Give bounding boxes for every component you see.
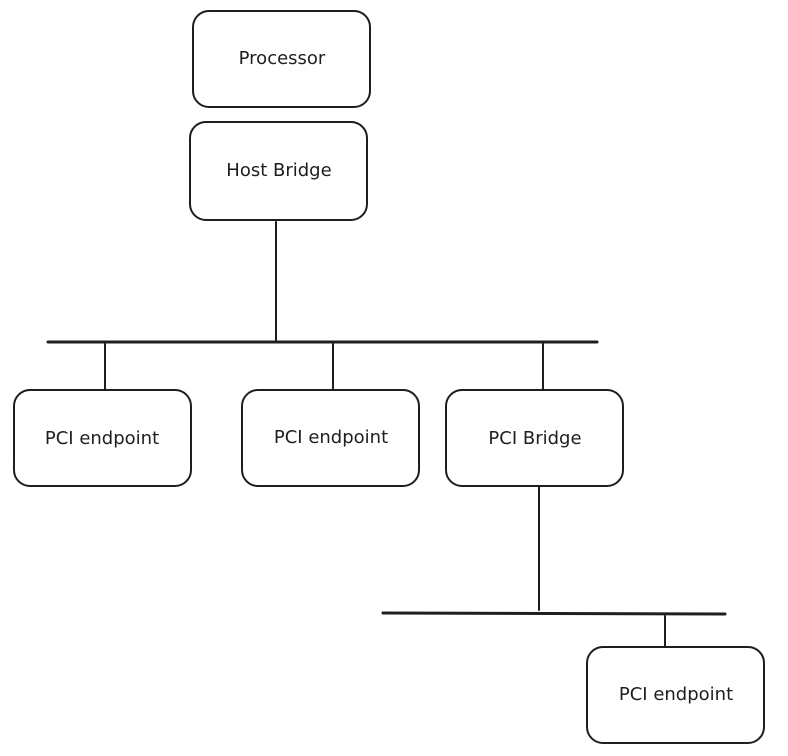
pci-endpoint-2-label: PCI endpoint — [274, 427, 388, 448]
pci-endpoint-2-node: PCI endpoint — [241, 389, 420, 487]
pci-bridge-box — [445, 389, 624, 487]
processor-label: Processor — [239, 48, 326, 69]
processor-box — [192, 10, 371, 108]
pci-bridge-node: PCI Bridge — [445, 389, 624, 487]
pci-endpoint-1-label: PCI endpoint — [45, 428, 159, 449]
processor-node: Processor — [192, 10, 371, 108]
pci-endpoint-2-box — [241, 389, 420, 487]
pci-endpoint-3-label: PCI endpoint — [619, 684, 733, 705]
host-bridge-box — [189, 121, 368, 221]
host-bridge-node: Host Bridge — [189, 121, 368, 221]
pci-endpoint-1-box — [13, 389, 192, 487]
pci-endpoint-3-node: PCI endpoint — [586, 646, 765, 744]
pci-endpoint-1-node: PCI endpoint — [13, 389, 192, 487]
pci-endpoint-3-box — [586, 646, 765, 744]
host-bridge-label: Host Bridge — [226, 160, 331, 181]
secondary-bus — [381, 611, 727, 616]
pci-bridge-label: PCI Bridge — [488, 428, 581, 449]
